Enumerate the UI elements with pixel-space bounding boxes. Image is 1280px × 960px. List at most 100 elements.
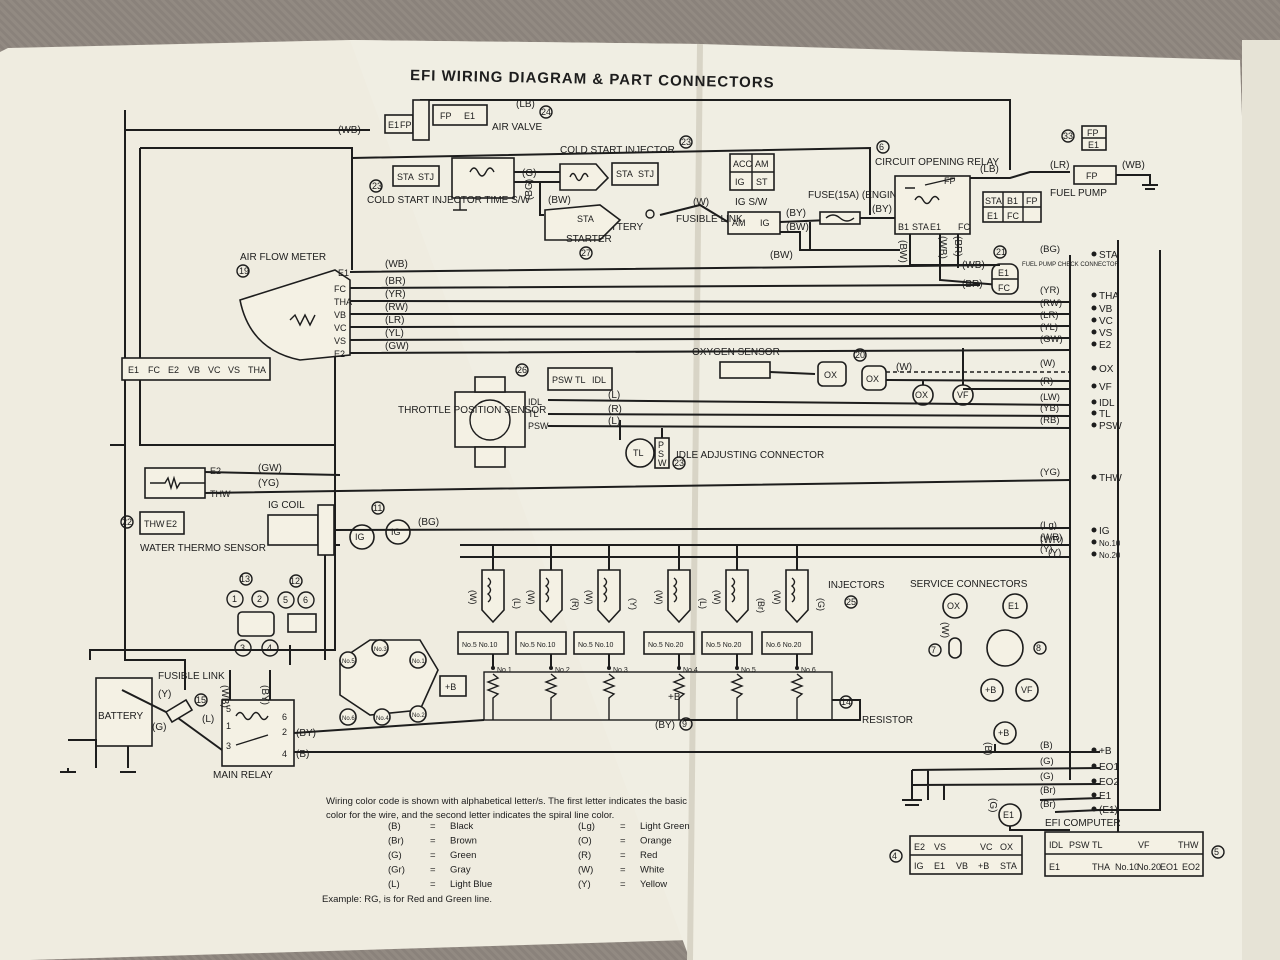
main-relay-pin5: 5 bbox=[226, 704, 231, 714]
ecu-wire-code-17: (G) bbox=[1040, 771, 1054, 782]
ig-coil-pin-ig-b: IG bbox=[391, 527, 401, 537]
service-num7: 7 bbox=[931, 645, 936, 655]
injector-wire-code-a: (W) bbox=[654, 590, 664, 605]
wire-code-g-service: (G) bbox=[987, 798, 998, 812]
afm-wire-rw: (RW) bbox=[385, 302, 408, 313]
injector-wire-code-b: (R) bbox=[570, 598, 580, 611]
plus-b-connector-label: +B bbox=[445, 682, 456, 692]
ecu-terminal-dot bbox=[1091, 806, 1097, 812]
fuel-pump-num-circle bbox=[1061, 129, 1075, 143]
oxygen-sensor-connector-a bbox=[817, 361, 847, 387]
main-relay-label: MAIN RELAY bbox=[213, 770, 273, 781]
tps-pin-tl: TL bbox=[528, 409, 539, 419]
efi-eo2: EO2 bbox=[1182, 862, 1200, 872]
wire-code-w-ox: (W) bbox=[896, 362, 912, 373]
idle-conn-pin-p: P bbox=[658, 440, 664, 450]
service-vf-label: VF bbox=[1021, 685, 1033, 695]
harness-pin-no4: No.4 bbox=[376, 716, 389, 722]
main-relay-pin3: 3 bbox=[226, 741, 231, 751]
injector-connector bbox=[761, 631, 813, 655]
battery-starter-top: BATTERY FUSIBLE LINK STA STARTER 27 (BW)… bbox=[524, 179, 793, 261]
harness-connector-body bbox=[339, 639, 439, 716]
injector-wire-code-a: (W) bbox=[712, 590, 722, 605]
fusible-link-num-circle bbox=[194, 693, 208, 707]
injector-tap-label: No.1 bbox=[497, 667, 512, 674]
afm-conn-vs: VS bbox=[228, 365, 240, 375]
injector-connector bbox=[573, 631, 625, 655]
battery-label: BATTERY bbox=[98, 711, 144, 722]
injector-resistor bbox=[602, 673, 616, 720]
idle-conn-pin-s: S bbox=[658, 449, 664, 459]
injector-coil bbox=[602, 577, 608, 603]
cold-start-num-circle bbox=[679, 135, 693, 149]
injector-wire-code-b: (L) bbox=[698, 598, 708, 609]
ecu-terminal-11: THW bbox=[1099, 473, 1122, 484]
injector-connector bbox=[457, 631, 509, 655]
tps-rotor bbox=[469, 399, 511, 441]
fuse-label: FUSE(15A) (ENGINE) bbox=[808, 190, 907, 201]
cor-conn-fp: FP bbox=[1026, 196, 1038, 206]
ecu-terminal-dot bbox=[1091, 474, 1097, 480]
legend-code: (R) bbox=[578, 850, 591, 861]
efi-no10: No.10 bbox=[1115, 862, 1139, 872]
injector-body bbox=[785, 569, 809, 624]
efi-idl: IDL bbox=[1049, 840, 1063, 850]
tps-connector bbox=[547, 367, 613, 391]
air-valve-num-circle bbox=[539, 105, 553, 119]
ecu-terminal-dot bbox=[1091, 527, 1097, 533]
vf-terminal-label: VF bbox=[957, 390, 969, 400]
cor-num: 6 bbox=[879, 142, 884, 152]
time-sw-connector bbox=[392, 165, 440, 187]
injector-wire-code-b: (G) bbox=[816, 598, 826, 611]
injector-resistor bbox=[730, 673, 744, 720]
cold-start-injector-body bbox=[559, 163, 610, 191]
tps-bottom bbox=[474, 446, 506, 468]
idle-adjusting-connector: TL P S W IDLE ADJUSTING CONNECTOR 23 bbox=[619, 420, 824, 470]
injector-resistor bbox=[790, 673, 804, 720]
cold-start-injector-coil bbox=[569, 172, 589, 182]
air-valve-connector-b bbox=[432, 104, 488, 126]
injector-coil bbox=[790, 577, 796, 603]
efi-psw: PSW bbox=[1069, 840, 1090, 850]
e1-terminal-label: E1 bbox=[1003, 810, 1014, 820]
fuel-pump-label: FUEL PUMP bbox=[1050, 188, 1107, 199]
starter-num-circle bbox=[579, 246, 593, 260]
conn4-vb: VB bbox=[956, 861, 968, 871]
legend-rows: (B)=Black(Br)=Brown(G)=Green(Gr)=Gray(L)… bbox=[388, 821, 690, 890]
connector-4-num: 4 bbox=[892, 851, 897, 861]
ecu-wire-code-16: (G) bbox=[1040, 756, 1054, 767]
wire-code-g: (G) bbox=[522, 168, 536, 179]
injector-wire-code-a: (W) bbox=[468, 590, 478, 605]
conn4-ig: IG bbox=[914, 861, 924, 871]
ig-sw-pin-st: ST bbox=[756, 177, 768, 187]
wire-code-y-battery: (Y) bbox=[158, 689, 171, 700]
ecu-wire-code-11: (YG) bbox=[1040, 467, 1060, 478]
oxygen-sensor-pin-ox: OX bbox=[824, 370, 837, 380]
injector-resistor bbox=[486, 673, 500, 720]
cor-pin-sta: STA bbox=[912, 222, 929, 232]
main-relay-pin4: 4 bbox=[282, 749, 287, 759]
ecu-terminal-dot bbox=[1091, 305, 1097, 311]
ecu-terminal-dot bbox=[1091, 292, 1097, 298]
efi-e1: E1 bbox=[1049, 862, 1060, 872]
ecu-terminal-dot bbox=[1091, 251, 1097, 257]
relay-num12: 12 bbox=[290, 576, 300, 586]
afm-pin-vs: VS bbox=[334, 336, 346, 346]
legend-code: (Br) bbox=[388, 836, 404, 847]
wire-code-bg-starter: (BG) bbox=[524, 179, 535, 200]
oxygen-sensor-label: OXYGEN SENSOR bbox=[692, 347, 780, 358]
afm-wire-yr: (YR) bbox=[385, 289, 406, 300]
wire-code-bg-coil: (BG) bbox=[418, 517, 439, 528]
afm-conn-vb: VB bbox=[188, 365, 200, 375]
ecu-wire-code-10: (RB) bbox=[1040, 415, 1060, 426]
ox-terminal-label: OX bbox=[915, 390, 928, 400]
ecu-terminal-dot bbox=[1091, 551, 1097, 557]
service-ox-terminal bbox=[942, 593, 968, 619]
fp-check-pin-fc: FC bbox=[998, 283, 1010, 293]
fuel-pump-pin-fp: FP bbox=[1087, 128, 1099, 138]
legend-eq: = bbox=[620, 879, 626, 890]
throttle-position-sensor: 26 PSW TL IDL THROTTLE POSITION SENSOR I… bbox=[398, 363, 1071, 468]
injector-connector-label: No.5 No.10 bbox=[578, 642, 614, 649]
injectors-label: INJECTORS bbox=[828, 580, 885, 591]
service-ox-label: OX bbox=[947, 601, 960, 611]
